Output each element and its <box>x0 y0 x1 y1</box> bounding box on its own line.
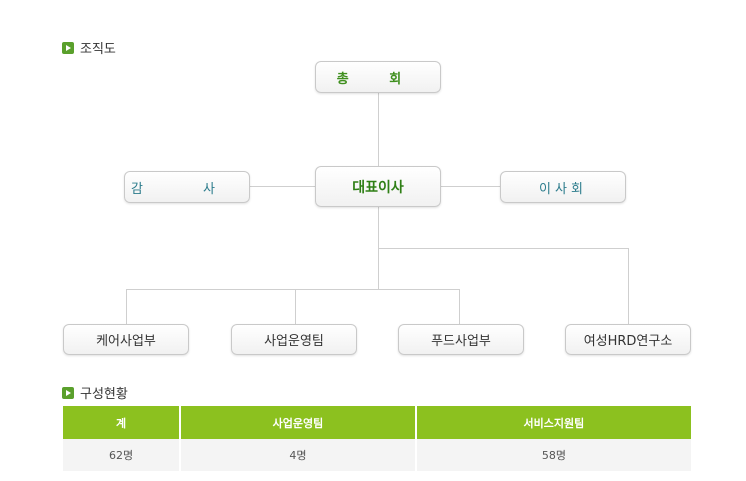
play-bullet-icon <box>62 386 74 399</box>
dept-food-label: 푸드사업부 <box>431 334 491 349</box>
connector-line <box>126 289 460 290</box>
board-box: 이사회 <box>500 171 626 203</box>
table-cell: 4명 <box>180 439 417 471</box>
connector-line <box>628 248 629 324</box>
table-header-cell: 계 <box>63 406 182 439</box>
dept-care-label: 케어사업부 <box>96 334 156 349</box>
org-section-title-text: 조직도 <box>80 42 116 57</box>
table-header-cell: 사업운영팀 <box>180 406 417 439</box>
table-row: 62명 4명 58명 <box>63 439 691 471</box>
dept-hrd-box: 여성HRD연구소 <box>565 324 691 355</box>
composition-section-title-text: 구성현황 <box>80 387 128 402</box>
general-meeting-label: 총 회 <box>336 71 420 87</box>
connector-line <box>295 289 296 324</box>
connector-line <box>250 186 316 187</box>
composition-table: 계 사업운영팀 서비스지원팀 62명 4명 58명 <box>63 406 691 471</box>
dept-operations-box: 사업운영팀 <box>231 324 357 355</box>
auditor-label: 감 사 <box>130 181 244 197</box>
table-header-row: 계 사업운영팀 서비스지원팀 <box>63 406 691 439</box>
org-section-title: 조직도 <box>62 38 116 57</box>
play-bullet-icon <box>62 41 74 54</box>
ceo-box: 대표이사 <box>315 166 441 207</box>
board-label: 이사회 <box>539 181 587 197</box>
dept-hrd-label: 여성HRD연구소 <box>583 334 673 349</box>
connector-line <box>441 186 500 187</box>
dept-operations-label: 사업운영팀 <box>264 334 324 349</box>
connector-line <box>378 93 379 166</box>
dept-care-box: 케어사업부 <box>63 324 189 355</box>
connector-line <box>378 248 629 249</box>
composition-section-title: 구성현황 <box>62 383 128 402</box>
table-cell: 62명 <box>63 439 182 471</box>
general-meeting-box: 총 회 <box>315 61 441 93</box>
auditor-box: 감 사 <box>124 171 250 203</box>
table-cell: 58명 <box>415 439 691 471</box>
dept-food-box: 푸드사업부 <box>398 324 524 355</box>
table-header-cell: 서비스지원팀 <box>415 406 691 439</box>
ceo-label: 대표이사 <box>352 179 404 196</box>
connector-line <box>459 289 460 324</box>
connector-line <box>126 289 127 324</box>
